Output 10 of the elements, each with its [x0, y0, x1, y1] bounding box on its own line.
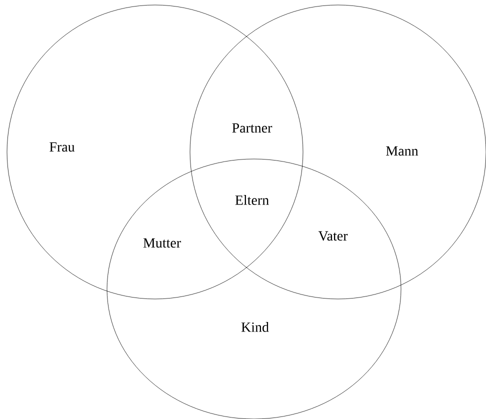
- venn-circle: [6, 4, 304, 300]
- region-label: Vater: [318, 231, 348, 241]
- region-label: Eltern: [235, 195, 269, 205]
- venn-circle: [190, 4, 486, 300]
- circle-label: Kind: [241, 322, 269, 332]
- circle-label: Mann: [386, 146, 418, 156]
- region-label: Mutter: [143, 238, 181, 248]
- venn-circle: [106, 158, 402, 419]
- region-label: Partner: [232, 123, 272, 133]
- circle-label: Frau: [50, 142, 75, 152]
